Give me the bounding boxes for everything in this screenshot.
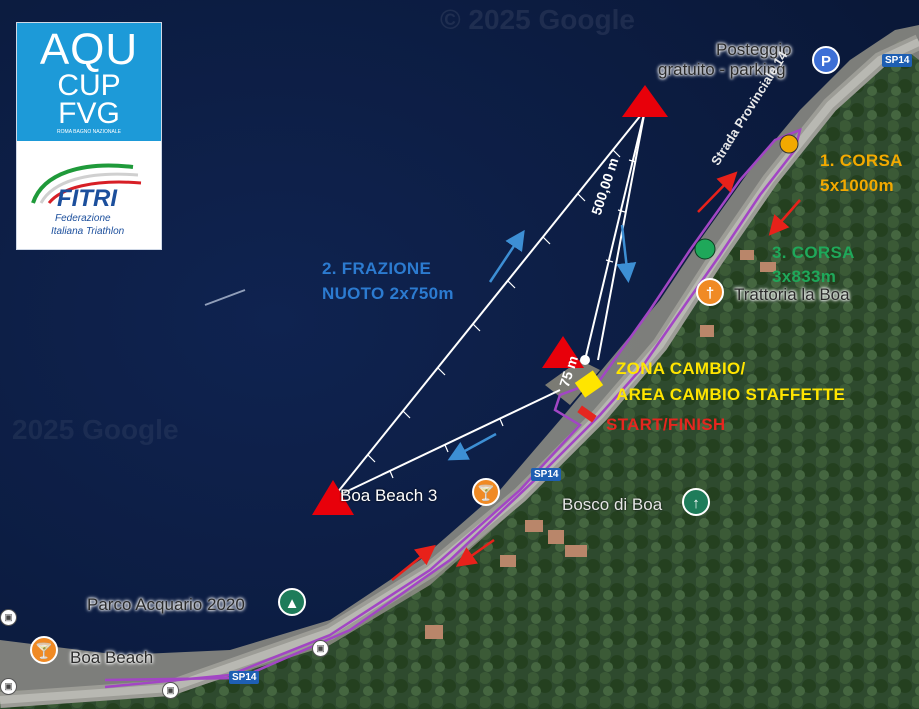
road-shield-bottom: SP14 [229, 671, 260, 684]
transition-label-line2: AREA CAMBIO STAFFETTE [616, 385, 846, 404]
run1-marker [779, 134, 799, 154]
buildings [425, 250, 776, 639]
buoy-marker [580, 355, 590, 365]
buoy-center [542, 336, 584, 368]
road-shield-mid: SP14 [531, 468, 562, 481]
watermark-left: 2025 Google [12, 414, 179, 445]
fitri-sub2: Italiana Triathlon [51, 226, 125, 237]
start-finish-marker [577, 405, 597, 423]
swim-arrow-down [616, 224, 637, 283]
swim-ticks [367, 149, 637, 479]
watermark-top: © 2025 Google [440, 4, 635, 35]
bosco-label: Bosco di Boa [562, 495, 663, 514]
run-arrow-north [697, 171, 738, 213]
run3-label-line1: 3. CORSA [772, 243, 855, 262]
bus-stop-icon[interactable]: ▣ [0, 678, 17, 695]
parco-label: Parco Acquario 2020 [87, 595, 245, 614]
fitri-swoosh-icon [31, 163, 142, 204]
buoy-north [622, 85, 668, 117]
swim-course [332, 109, 646, 499]
logo-small-text: ROMA BAGNO NAZIONALE [57, 129, 121, 135]
event-logo: AQU CUP FVG ROMA BAGNO NAZIONALE FITRI F… [16, 22, 162, 250]
cocktail-icon[interactable]: 🍸 [30, 636, 58, 664]
start-finish-label: START/FINISH [606, 415, 726, 434]
shore-rocks [0, 25, 919, 695]
bus-stop-icon[interactable]: ▣ [162, 682, 179, 699]
run3-marker [694, 238, 716, 260]
transition-label-line1: ZONA CAMBIO/ [616, 359, 746, 378]
transition-marker [574, 370, 604, 398]
parking-label-line1: Posteggio [716, 40, 792, 59]
run1-label-line2: 5x1000m [820, 176, 894, 195]
aqu-cup-logo: AQU CUP FVG ROMA BAGNO NAZIONALE [17, 23, 161, 141]
swim-label-line2: NUOTO 2x750m [322, 284, 454, 303]
run1-label-line1: 1. CORSA [820, 151, 903, 170]
swim-arrow-back [447, 432, 497, 461]
swim-label-line1: 2. FRAZIONE [322, 259, 432, 278]
fitri-sub1: Federazione [55, 213, 111, 224]
run-arrow-return [391, 544, 436, 581]
boa-beach-3-label: Boa Beach 3 [340, 486, 438, 505]
trattoria-label: Trattoria la Boa [734, 285, 850, 304]
bus-stop-icon[interactable]: ▣ [0, 609, 17, 626]
parking-label-line2: gratuito - parking [658, 60, 786, 79]
road-shield-top: SP14 [882, 54, 913, 67]
logo-line2: CUP [57, 69, 121, 102]
boat-wake [204, 289, 246, 306]
run-arrow-south [768, 199, 801, 236]
run-arrow-out [455, 538, 495, 567]
pier [545, 360, 600, 405]
tree-icon[interactable]: ▲ [278, 588, 306, 616]
forest-area [0, 40, 919, 709]
swim-arrow-out [488, 229, 525, 283]
fitri-brand: FITRI [57, 185, 117, 212]
logo-line3: FVG [58, 97, 120, 130]
hiking-icon[interactable]: ↑ [682, 488, 710, 516]
cocktail-icon[interactable]: 🍸 [472, 478, 500, 506]
restaurant-icon[interactable]: † [696, 278, 724, 306]
run3-label-line2: 3x833m [772, 267, 837, 286]
boa-beach-label: Boa Beach [70, 648, 154, 667]
parking-icon[interactable]: P [812, 46, 840, 74]
buoy-west [312, 480, 354, 515]
logo-line1: AQU [39, 25, 139, 74]
bus-stop-icon[interactable]: ▣ [312, 640, 329, 657]
